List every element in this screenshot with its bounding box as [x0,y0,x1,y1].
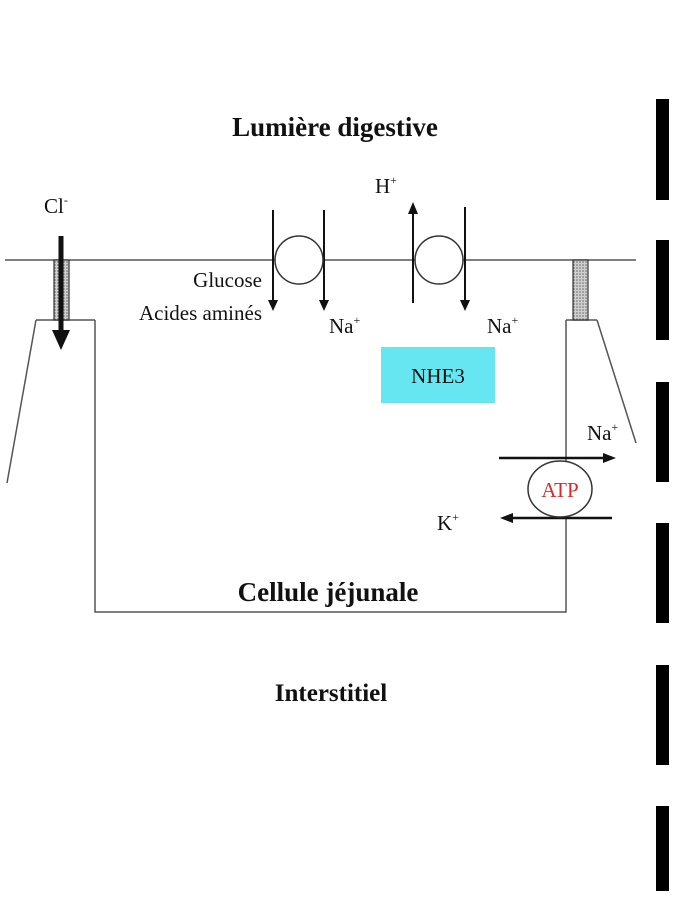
sodium-ion-label-cotransporter: Na+ [329,313,361,338]
interstitium-title: Interstitiel [275,680,388,707]
sodium-potassium-pump [499,453,616,523]
amino-acids-label: Acides aminés [139,301,262,325]
sodium-ion-label-nhe3: Na+ [487,313,519,338]
lumen-title: Lumière digestive [232,112,438,142]
proton-ion-label: H+ [375,173,397,198]
cell-title: Cellule jéjunale [238,577,419,607]
chloride-arrow [52,236,70,350]
glucose-label: Glucose [193,268,262,292]
potassium-ion-label: K+ [437,510,459,535]
sodium-ion-label-pump: Na+ [587,420,619,445]
nhe3-label: NHE3 [411,364,465,388]
neighbor-cell-left [6,319,37,484]
dashed-separator [656,99,669,891]
chloride-ion-label: Cl- [44,193,68,218]
neighbor-cell-right [596,319,637,444]
nhe3-label-box [381,347,495,403]
nhe3-exchanger [408,202,470,311]
tight-junction-right [572,259,589,321]
atp-label: ATP [541,478,578,502]
sodium-glucose-cotransporter [268,210,329,311]
cell-outline [94,320,567,613]
